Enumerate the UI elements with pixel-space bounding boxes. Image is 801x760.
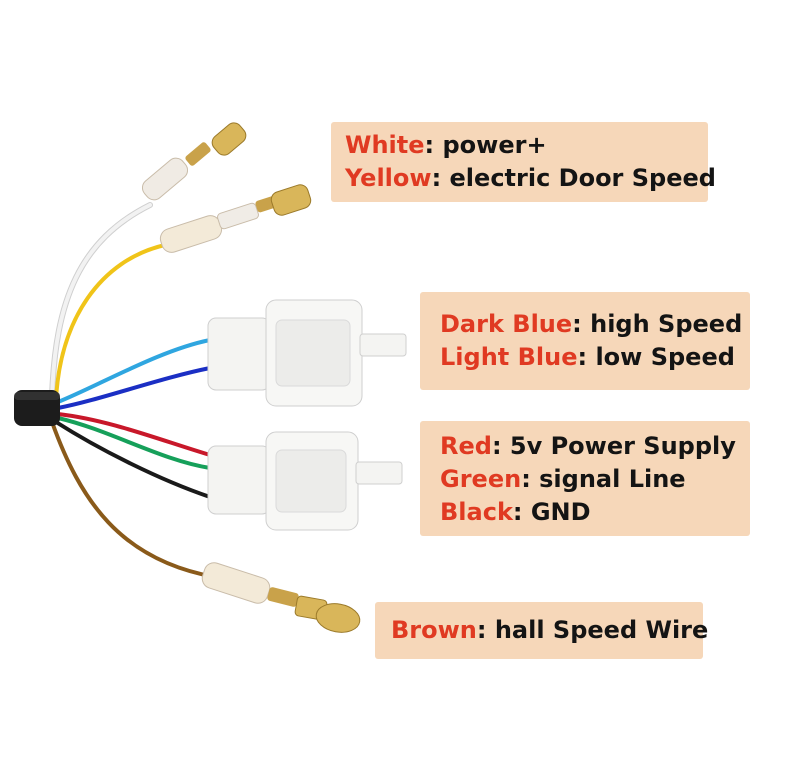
lower-connector bbox=[207, 431, 403, 531]
white-wire-terminal bbox=[141, 122, 247, 201]
desc-dark-blue: : high Speed bbox=[572, 310, 743, 338]
color-name-white: White bbox=[345, 131, 425, 159]
light-blue-wire bbox=[56, 338, 212, 404]
dark-blue-wire bbox=[56, 366, 212, 410]
label-brown: Brown: hall Speed Wire bbox=[375, 602, 708, 659]
desc-light-blue: : low Speed bbox=[577, 343, 735, 371]
label-red-green-black: Red: 5v Power Supply Green: signal Line … bbox=[420, 421, 750, 536]
label-line-white: White: power+ bbox=[345, 129, 694, 162]
label-line-light-blue: Light Blue: low Speed bbox=[440, 341, 736, 374]
white-wire bbox=[50, 203, 152, 400]
label-line-black: Black: GND bbox=[440, 496, 736, 529]
brown-wire-terminal bbox=[201, 562, 361, 633]
color-name-brown: Brown bbox=[391, 616, 477, 644]
label-white-yellow: White: power+ Yellow: electric Door Spee… bbox=[331, 122, 716, 202]
color-name-dark-blue: Dark Blue bbox=[440, 310, 573, 338]
green-wire bbox=[56, 416, 212, 470]
wires bbox=[49, 202, 217, 579]
desc-white: : power+ bbox=[424, 131, 547, 159]
desc-red: : 5v Power Supply bbox=[491, 432, 736, 460]
desc-brown: : hall Speed Wire bbox=[476, 616, 709, 644]
cable-jacket bbox=[14, 390, 60, 426]
color-name-red: Red bbox=[440, 432, 492, 460]
desc-yellow: : electric Door Speed bbox=[431, 164, 716, 192]
brown-wire bbox=[50, 420, 217, 579]
label-blue: Dark Blue: high Speed Light Blue: low Sp… bbox=[420, 292, 750, 390]
yellow-wire bbox=[54, 243, 167, 402]
label-line-green: Green: signal Line bbox=[440, 463, 736, 496]
label-line-brown: Brown: hall Speed Wire bbox=[391, 614, 708, 647]
color-name-green: Green bbox=[440, 465, 522, 493]
color-name-black: Black bbox=[440, 498, 513, 526]
black-wire bbox=[54, 420, 212, 499]
color-name-yellow: Yellow bbox=[345, 164, 432, 192]
label-line-red: Red: 5v Power Supply bbox=[440, 430, 736, 463]
upper-connector bbox=[207, 299, 407, 407]
label-line-dark-blue: Dark Blue: high Speed bbox=[440, 308, 742, 341]
label-line-yellow: Yellow: electric Door Speed bbox=[345, 162, 716, 195]
color-name-light-blue: Light Blue bbox=[440, 343, 578, 371]
desc-black: : GND bbox=[512, 498, 591, 526]
yellow-wire-terminal bbox=[159, 184, 312, 253]
red-wire bbox=[56, 412, 212, 457]
desc-green: : signal Line bbox=[521, 465, 686, 493]
